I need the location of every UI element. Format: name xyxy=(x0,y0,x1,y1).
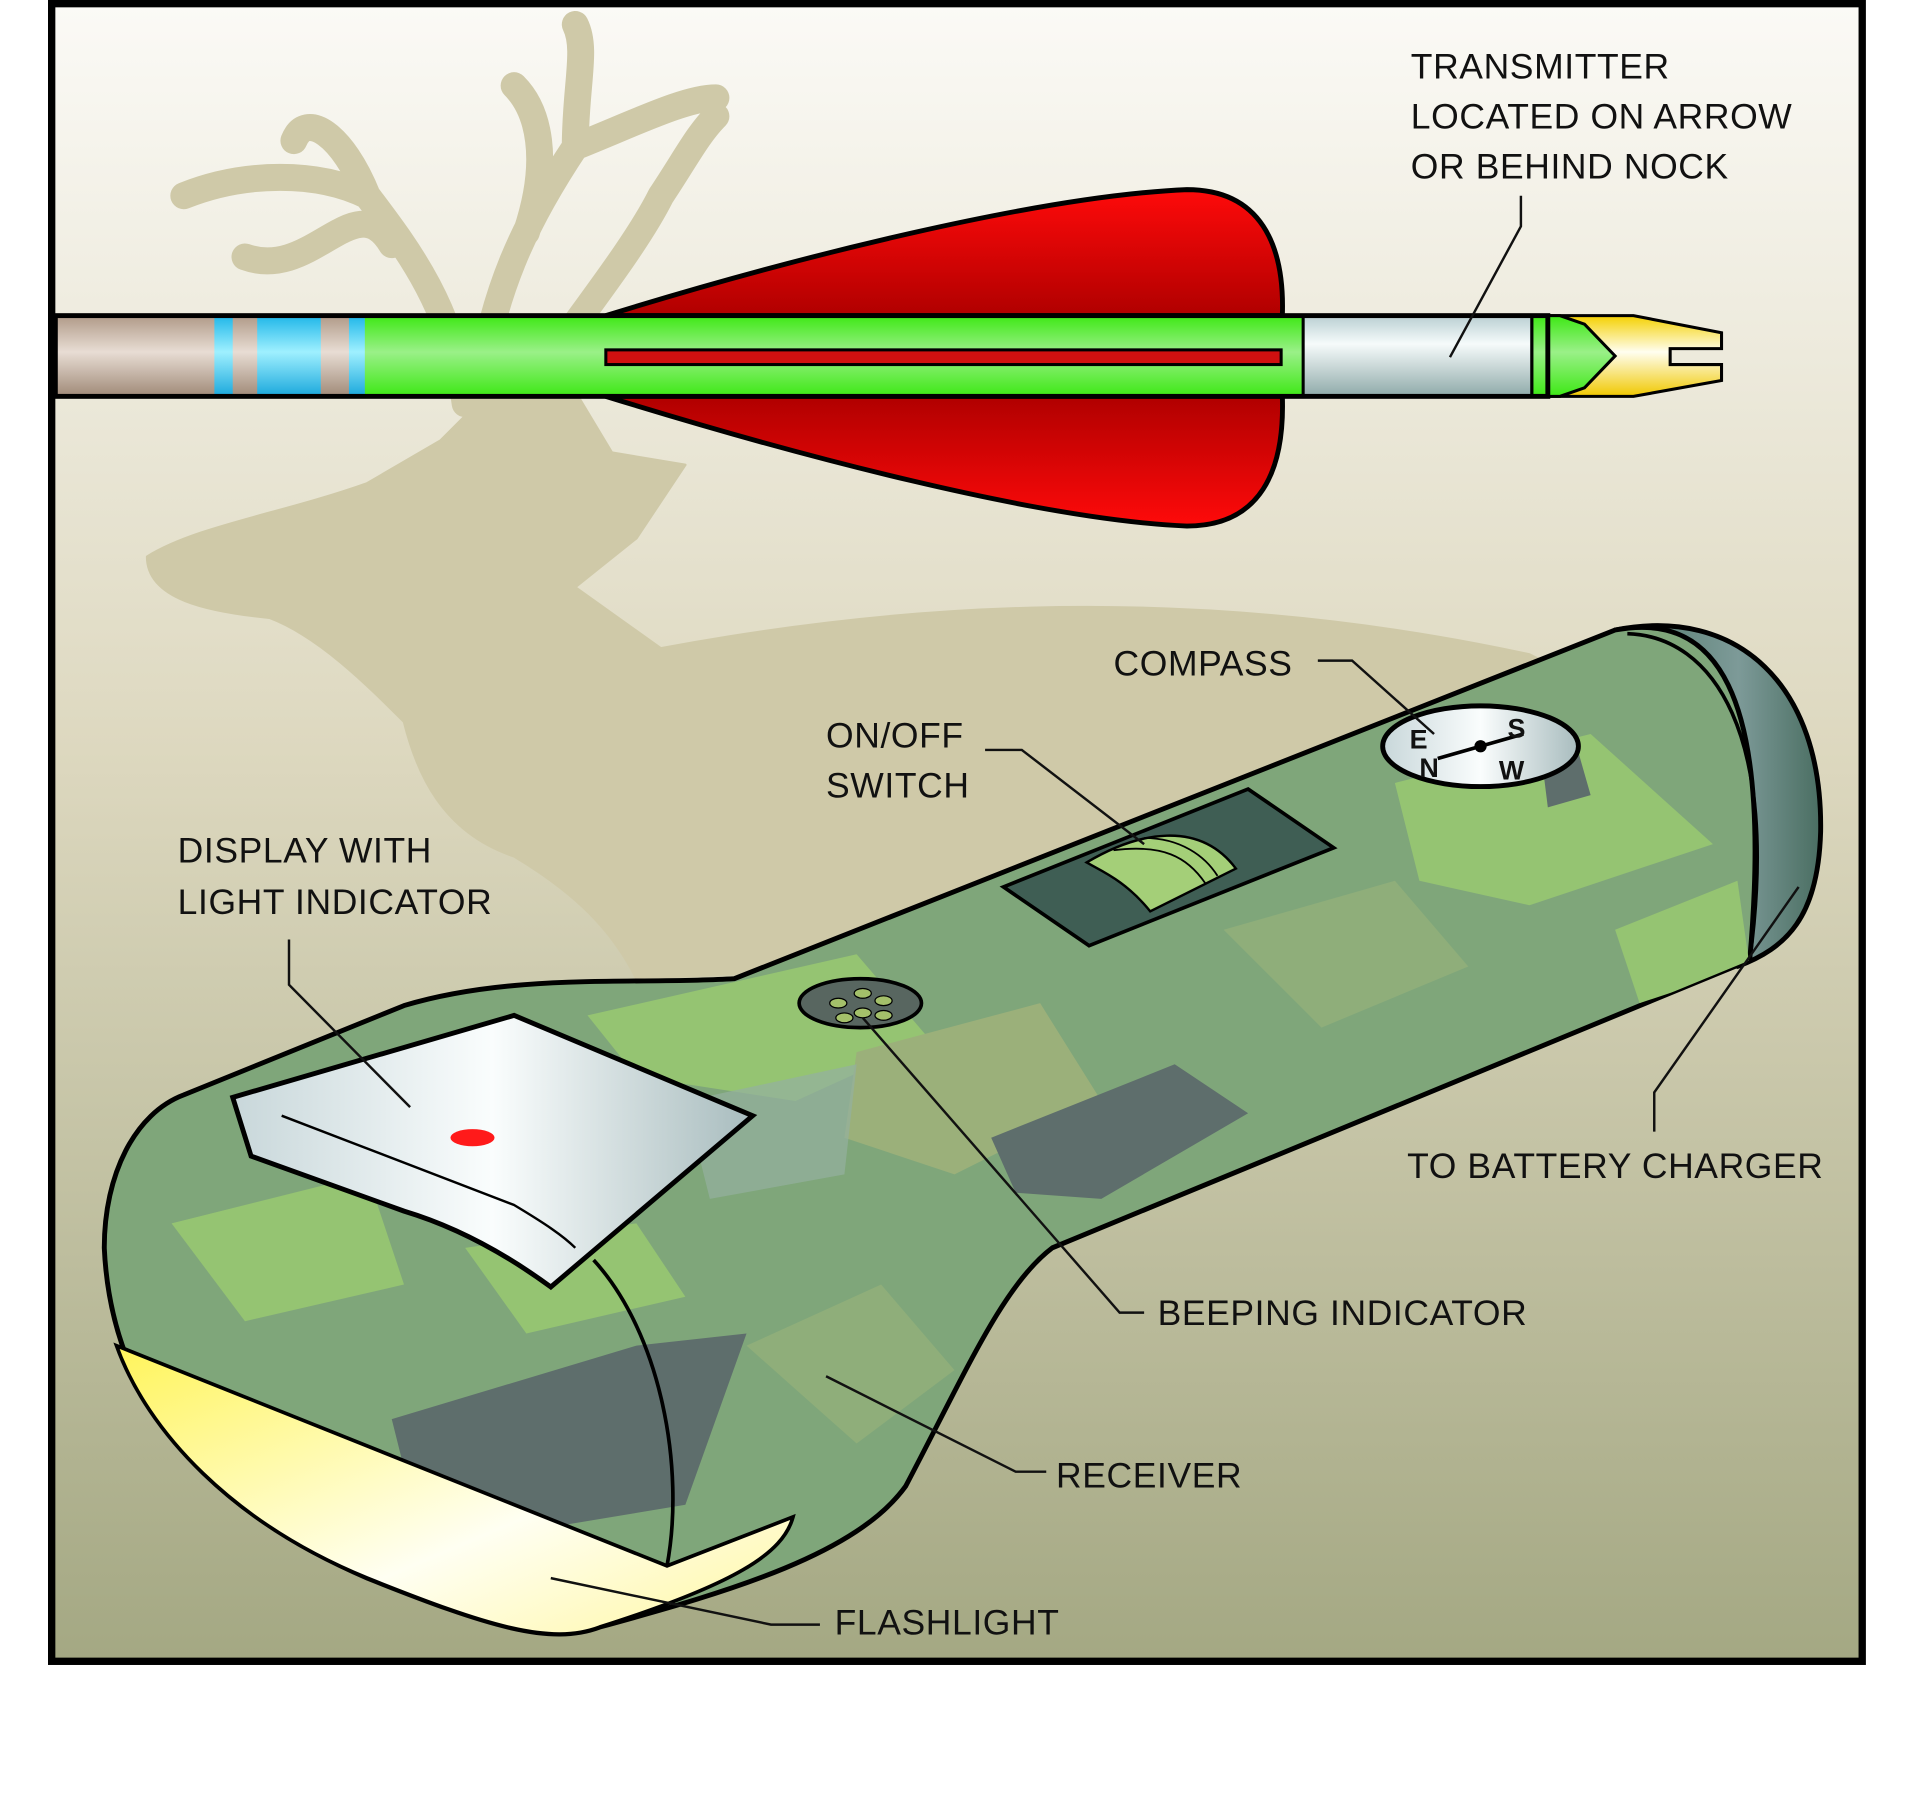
label-transmitter-line1: TRANSMITTER xyxy=(1411,46,1670,86)
compass-letter-e: E xyxy=(1410,725,1429,755)
beeping-indicator xyxy=(797,976,924,1030)
compass-letter-s: S xyxy=(1507,714,1526,744)
on-off-switch[interactable] xyxy=(999,786,1338,948)
label-transmitter-line3: OR BEHIND NOCK xyxy=(1411,147,1729,187)
label-transmitter-line2: LOCATED ON ARROW xyxy=(1411,96,1793,136)
transmitter-housing xyxy=(1301,314,1534,398)
label-switch-line2: SWITCH xyxy=(826,766,970,806)
label-flashlight: FLASHLIGHT xyxy=(835,1602,1060,1642)
label-compass: COMPASS xyxy=(1114,643,1293,683)
label-display-line1: DISPLAY WITH xyxy=(178,830,432,870)
arrow-band-2 xyxy=(257,315,321,397)
compass: S E N W xyxy=(1380,703,1581,790)
fletching-top xyxy=(603,187,1285,319)
leader-lines xyxy=(287,195,1800,1626)
flashlight-lens xyxy=(113,1342,796,1636)
light-indicator xyxy=(450,1129,495,1147)
label-beeping-indicator: BEEPING INDICATOR xyxy=(1158,1293,1528,1333)
label-battery-charger: TO BATTERY CHARGER xyxy=(1407,1146,1823,1186)
frame-border xyxy=(48,0,1866,1665)
arrow-band-1 xyxy=(214,315,233,397)
fletching-slot xyxy=(604,348,1283,367)
label-switch-line1: ON/OFF xyxy=(826,715,964,755)
label-receiver: RECEIVER xyxy=(1056,1456,1242,1496)
label-display-line2: LIGHT INDICATOR xyxy=(178,882,493,922)
compass-letter-n: N xyxy=(1419,753,1439,783)
display-screen xyxy=(229,1012,758,1291)
receiver-flashlight: S E N W xyxy=(101,623,1824,1637)
fletching-bottom xyxy=(603,393,1285,529)
end-cap-rim xyxy=(1627,631,1759,961)
camo-pattern xyxy=(171,734,1750,1530)
arrow xyxy=(52,187,1724,529)
compass-letter-w: W xyxy=(1499,755,1525,785)
labels: TRANSMITTER LOCATED ON ARROW OR BEHIND N… xyxy=(178,46,1823,1642)
arrow-band-3 xyxy=(348,315,368,397)
